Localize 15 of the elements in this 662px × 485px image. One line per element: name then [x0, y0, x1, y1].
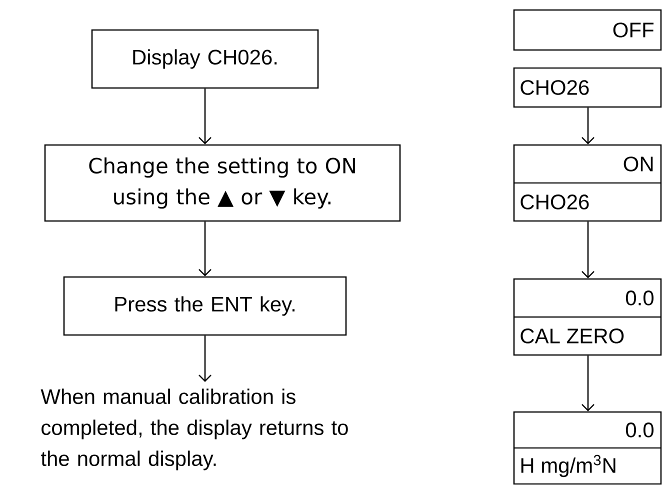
step-box: Display CH026.: [91, 29, 319, 89]
arrow: [582, 356, 594, 412]
step-box: Press the ENT key.: [63, 276, 347, 336]
display-panel: 0.0 CAL ZERO: [513, 278, 662, 356]
arrow: [582, 108, 594, 144]
display-panel: OFF: [513, 9, 662, 51]
arrow: [582, 222, 594, 278]
result-text: When manual calibration is completed, the display returns to the normal display.: [40, 388, 348, 470]
display-panel: ON CHO26: [513, 144, 662, 222]
arrow: [198, 222, 212, 276]
display-panel: 0.0 H mg/m$^{3}$N: [513, 411, 662, 485]
display-panel: CHO26: [513, 67, 662, 108]
arrow: [198, 336, 212, 382]
step-box: Change the setting to ON using the ▲ or ▼ key.: [44, 144, 401, 222]
arrow: [198, 88, 212, 144]
